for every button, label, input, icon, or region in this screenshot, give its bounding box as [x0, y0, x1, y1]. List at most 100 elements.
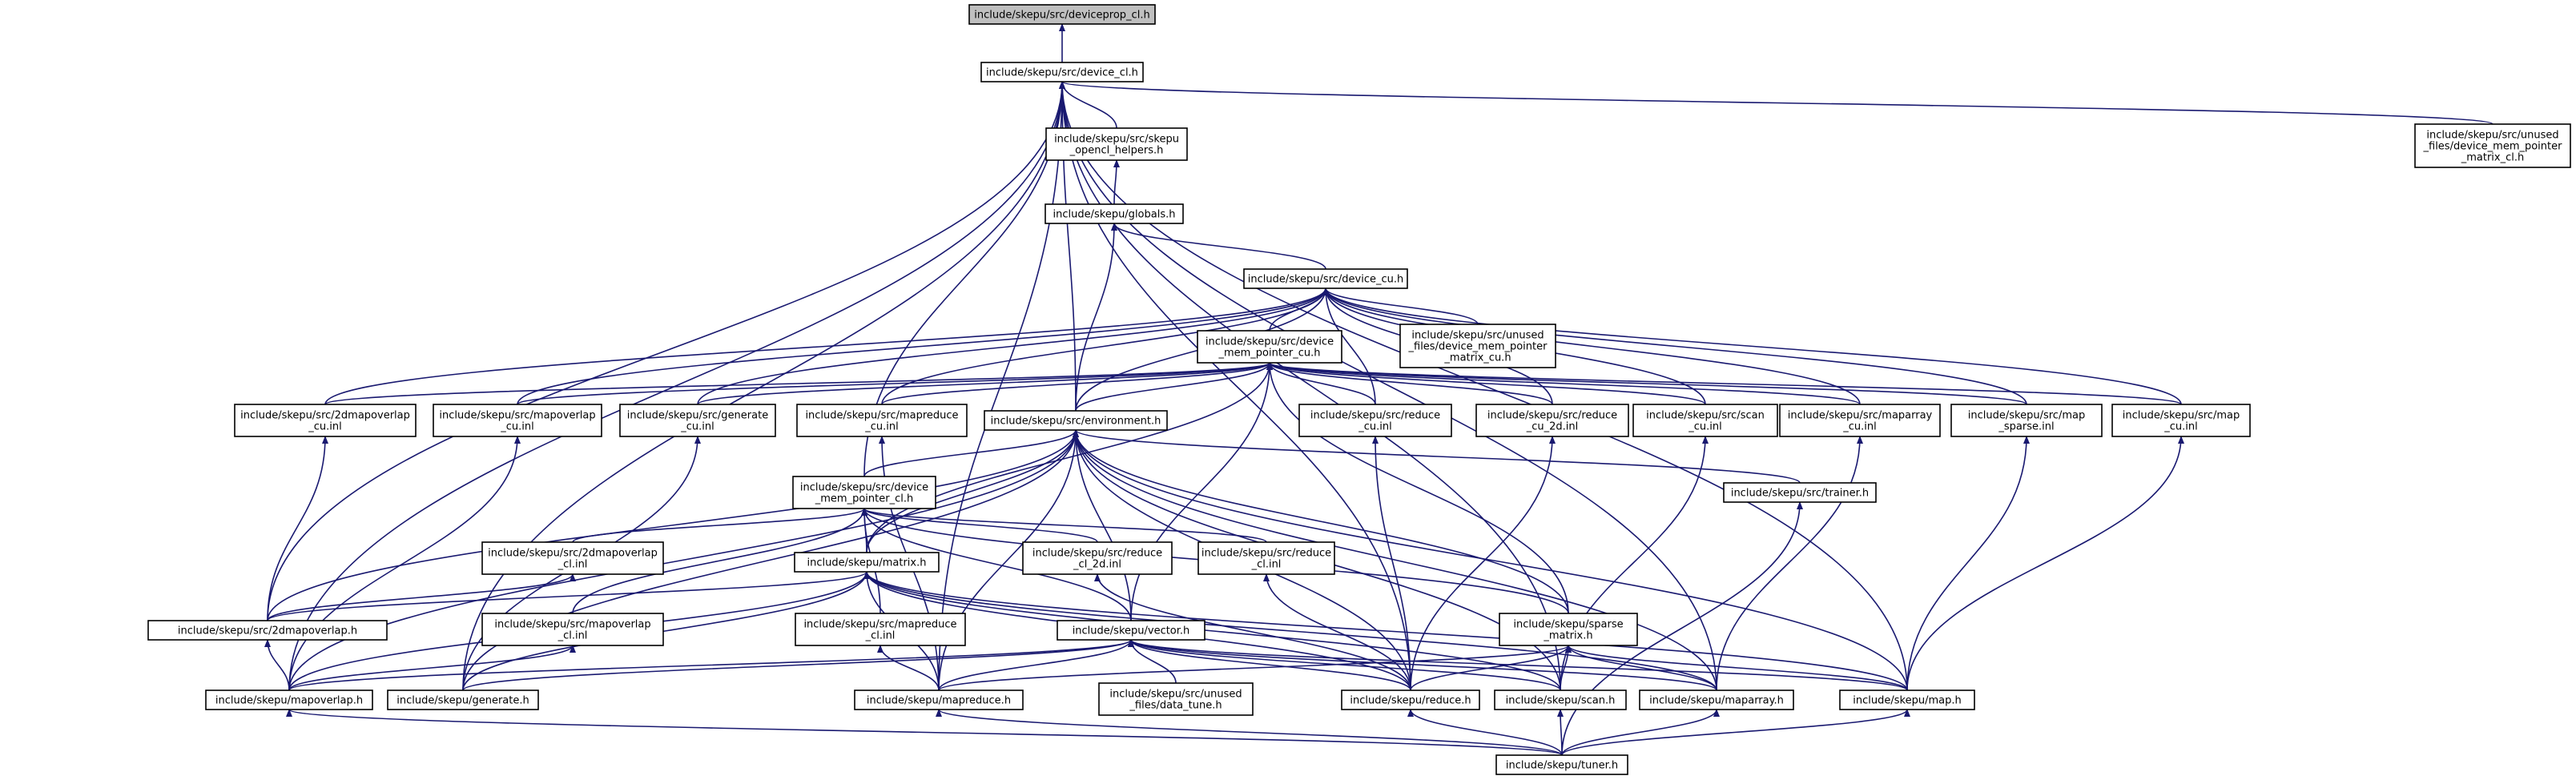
edge-mapoverlap-to-mapoverlap2d — [264, 639, 290, 691]
node-label-line: include/skepu/src/trainer.h — [1731, 488, 1869, 500]
node-mr_cl[interactable]: include/skepu/src/mapreduce_cl.inl — [795, 613, 966, 646]
node-label-line: _matrix_cu.h — [1443, 352, 1511, 364]
edge-red_cu-to-device_cu — [1322, 287, 1376, 405]
node-box — [1632, 404, 1778, 437]
node-sparse[interactable]: include/skepu/sparse_matrix.h — [1499, 613, 1638, 646]
edge-red_cu-to-dmp_cu — [1266, 362, 1376, 405]
node-tuner[interactable]: include/skepu/tuner.h — [1495, 754, 1628, 775]
edge-generate-to-matrix — [462, 571, 870, 691]
node-label-line: include/skepu/matrix.h — [807, 557, 927, 569]
node-red_cu[interactable]: include/skepu/src/reduce_cu.inl — [1298, 404, 1452, 437]
node-label-line: include/skepu/src/reduce — [1201, 548, 1331, 560]
node-mapoverlap2d[interactable]: include/skepu/src/2dmapoverlap.h — [147, 620, 388, 641]
edge-scan_cu-to-dmp_cu — [1266, 362, 1706, 405]
node-label-line: _cl.inl — [557, 630, 588, 642]
node-mo_cl[interactable]: include/skepu/src/mapoverlap_cl.inl — [481, 613, 664, 646]
node-label-line: _sparse.inl — [1998, 421, 2054, 433]
node-label-line: _cl.inl — [865, 630, 896, 642]
node-unused_dmp_matrix_cu[interactable]: include/skepu/src/unused_files/device_me… — [1399, 324, 1556, 368]
node-mapoverlap[interactable]: include/skepu/mapoverlap.h — [205, 690, 373, 710]
node-scan[interactable]: include/skepu/scan.h — [1494, 690, 1627, 710]
node-maparray_cu[interactable]: include/skepu/src/maparray_cu.inl — [1779, 404, 1941, 437]
edge-unused_dmp_matrix_cu-to-device_cu — [1322, 287, 1479, 325]
node-label-line: _cu.inl — [1688, 421, 1721, 433]
node-generate[interactable]: include/skepu/generate.h — [387, 690, 539, 710]
node-label-line: include/skepu/sparse — [1513, 619, 1623, 631]
node-label-line: include/skepu/src/mapoverlap — [494, 619, 650, 631]
edge-red_cl_2d-to-dmp_cl — [861, 508, 1098, 543]
node-label-line: include/skepu/maparray.h — [1649, 695, 1784, 707]
node-mo_cu[interactable]: include/skepu/src/mapoverlap_cu.inl — [433, 404, 602, 437]
node-vector[interactable]: include/skepu/vector.h — [1057, 620, 1205, 641]
edge-reduce-to-sparse — [1410, 645, 1572, 691]
edge-mr_cu-to-device_cu — [881, 287, 1329, 405]
node-device_cl[interactable]: include/skepu/src/device_cl.h — [980, 62, 1144, 82]
node-map_cu[interactable]: include/skepu/src/map_cu.inl — [2111, 404, 2251, 437]
node-box — [1475, 404, 1629, 437]
node-data_tune[interactable]: include/skepu/src/unused_files/data_tune… — [1098, 682, 1254, 716]
node-globals[interactable]: include/skepu/globals.h — [1044, 203, 1184, 224]
node-reduce[interactable]: include/skepu/reduce.h — [1341, 690, 1480, 710]
node-label-line: include/skepu/src/mapreduce — [803, 619, 956, 631]
node-box — [984, 410, 1168, 431]
node-box — [1495, 754, 1628, 775]
node-environment[interactable]: include/skepu/src/environment.h — [984, 410, 1168, 431]
node-label-line: include/skepu/src/device — [1205, 336, 1334, 348]
node-box — [794, 552, 940, 573]
edge-reduce-to-red_cu — [1372, 436, 1411, 691]
node-box — [234, 404, 417, 437]
node-label-line: include/skepu/src/mapreduce — [805, 410, 958, 422]
node-box — [1022, 541, 1173, 575]
node-box — [1197, 541, 1335, 575]
node-label-line: include/skepu/src/unused — [1411, 330, 1544, 342]
edge-maparray-to-sparse — [1565, 645, 1717, 691]
nodes: include/skepu/src/deviceprop_cl.hinclude… — [147, 4, 2571, 775]
node-label-line: _mem_pointer_cl.h — [815, 493, 913, 505]
node-label-line: include/skepu/src/reduce — [1032, 548, 1162, 560]
node-deviceprop_cl[interactable]: include/skepu/src/deviceprop_cl.h — [968, 4, 1156, 25]
node-box — [147, 620, 388, 641]
node-mo2d_cu[interactable]: include/skepu/src/2dmapoverlap_cu.inl — [234, 404, 417, 437]
node-scan_cu[interactable]: include/skepu/src/scan_cu.inl — [1632, 404, 1778, 437]
node-mapreduce[interactable]: include/skepu/mapreduce.h — [854, 690, 1024, 710]
edge-sparse-to-dmp_cu — [1266, 362, 1569, 614]
edge-device_cu-to-globals — [1111, 223, 1326, 270]
edge-map-to-matrix — [863, 571, 1908, 691]
edge-trainer-to-environment — [1073, 429, 1801, 484]
node-box — [796, 404, 968, 437]
node-label-line: include/skepu/src/device_cu.h — [1248, 274, 1404, 286]
edge-tuner-to-maparray — [1561, 709, 1720, 756]
node-box — [1098, 682, 1254, 716]
edge-tuner-to-scan — [1557, 709, 1564, 756]
edge-mapreduce-to-mr_cl — [877, 645, 940, 691]
node-label-line: include/skepu/src/2dmapoverlap.h — [178, 625, 357, 637]
node-red_cl_2d[interactable]: include/skepu/src/reduce_cl_2d.inl — [1022, 541, 1173, 575]
node-map[interactable]: include/skepu/map.h — [1839, 690, 1975, 710]
edge-tuner-to-mapoverlap — [286, 709, 1563, 756]
edge-maparray-to-maparray_cu — [1716, 436, 1863, 691]
node-dmp_cu[interactable]: include/skepu/src/device_mem_pointer_cu.… — [1197, 330, 1342, 364]
node-map_sparse[interactable]: include/skepu/src/map_sparse.inl — [1950, 404, 2103, 437]
node-label-line: include/skepu/src/scan — [1646, 410, 1765, 422]
node-unused_dmp_matrix_cl[interactable]: include/skepu/src/unused_files/device_me… — [2414, 123, 2571, 168]
node-device_cu[interactable]: include/skepu/src/device_cu.h — [1243, 268, 1408, 289]
node-dmp_cl[interactable]: include/skepu/src/device_mem_pointer_cl.… — [792, 476, 936, 509]
edge-matrix-to-dmp_cu — [866, 362, 1273, 553]
node-opencl_helpers[interactable]: include/skepu/src/skepu_opencl_helpers.h — [1045, 127, 1188, 161]
node-label-line: include/skepu/scan.h — [1506, 695, 1616, 707]
node-trainer[interactable]: include/skepu/src/trainer.h — [1723, 482, 1877, 503]
edge-maparray-to-vector — [1128, 639, 1717, 691]
edge-mapoverlap2d-to-mo2d_cu — [267, 436, 328, 621]
edge-mapoverlap2d-to-device_cl — [267, 81, 1065, 621]
node-matrix[interactable]: include/skepu/matrix.h — [794, 552, 940, 573]
node-box — [1950, 404, 2103, 437]
node-mo2d_cl[interactable]: include/skepu/src/2dmapoverlap_cl.inl — [481, 541, 664, 575]
node-box — [968, 4, 1156, 25]
node-box — [1494, 690, 1627, 710]
node-mr_cu[interactable]: include/skepu/src/mapreduce_cu.inl — [796, 404, 968, 437]
node-maparray[interactable]: include/skepu/maparray.h — [1639, 690, 1794, 710]
node-red_cu_2d[interactable]: include/skepu/src/reduce_cu_2d.inl — [1475, 404, 1629, 437]
node-gen_cu[interactable]: include/skepu/src/generate_cu.inl — [619, 404, 776, 437]
node-red_cl[interactable]: include/skepu/src/reduce_cl.inl — [1197, 541, 1335, 575]
